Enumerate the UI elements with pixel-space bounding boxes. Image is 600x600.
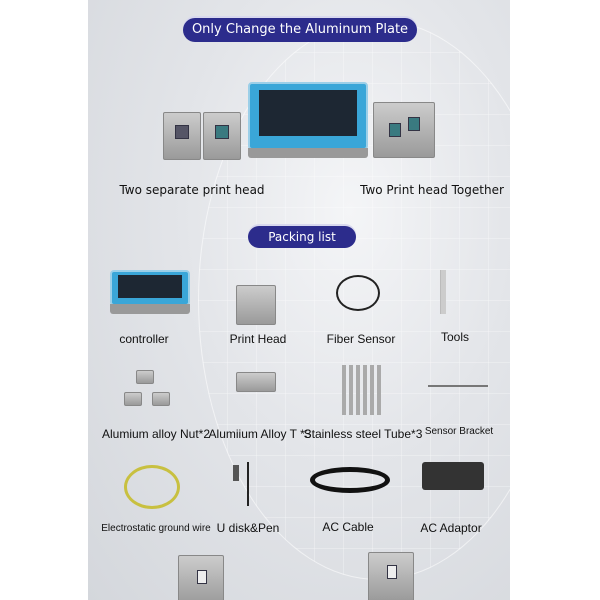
pen-image [247,462,249,506]
ac-cable-image [310,467,390,493]
item-label: Alumiium Alloy T *3 [208,427,312,441]
print-head-image [203,112,241,160]
item-label: Tools [440,330,470,344]
header-banner: Only Change the Aluminum Plate [183,18,417,42]
steel-tube-image [342,365,382,415]
sensor-bracket-image [428,385,488,387]
item-label: Fiber Sensor [326,332,396,346]
item-label: Print Head [229,332,287,346]
nut-image [152,392,170,406]
ac-adaptor-image [422,462,484,490]
nut-image [124,392,142,406]
item-label: Electrostatic ground wire [101,523,211,534]
caption-together: Two Print head Together [360,183,504,197]
item-label: Sensor Bracket [424,426,494,437]
print-head-image [163,112,201,160]
u-disk-image [233,465,239,481]
caption-separate: Two separate print head [119,183,265,197]
product-poster: Only Change the Aluminum Plate Two separ… [88,0,510,600]
item-label: controller [119,332,169,346]
aluminum-plate-image [368,552,414,600]
nut-image [136,370,154,384]
tools-image [440,270,446,314]
print-head-image [236,285,276,325]
controller-image [110,270,190,314]
aluminum-plate-image [178,555,224,600]
item-label: U disk&Pen [216,521,280,535]
item-label: AC Adaptor [420,521,482,535]
controller-image [248,82,368,158]
packing-list-banner: Packing list [248,226,356,248]
item-label: Stainless steel Tube*3 [303,427,423,441]
fiber-sensor-image [336,275,380,311]
ground-wire-image [124,465,180,509]
dual-print-head-image [373,102,435,158]
item-label: AC Cable [322,520,374,534]
alloy-t-image [236,372,276,392]
item-label: Alumium alloy Nut*2 [101,427,211,441]
